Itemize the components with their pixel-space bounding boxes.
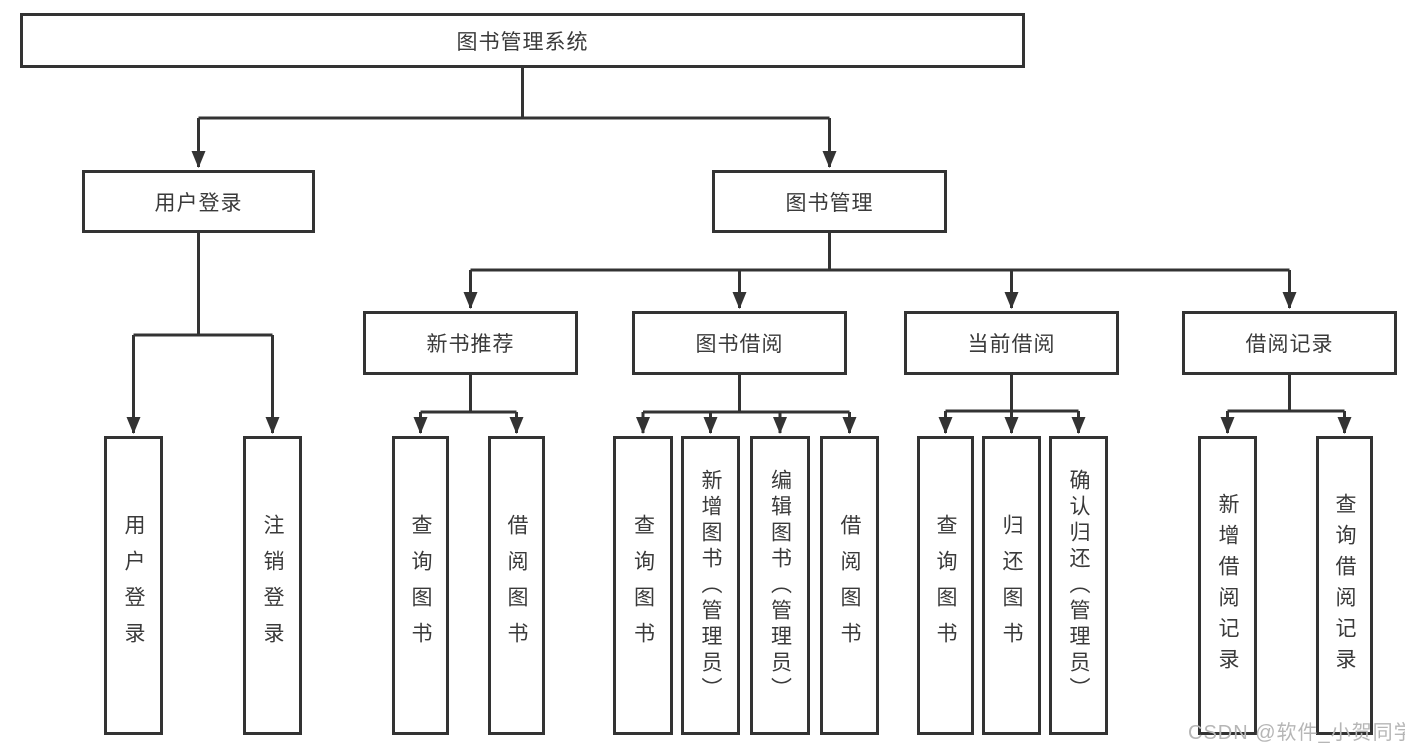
node-label: 图书管理 [785, 191, 874, 215]
leaf-return-books: 归还图书 [982, 436, 1041, 735]
node-label: 借阅图书 [505, 513, 528, 658]
leaf-edit-books-admin: 编辑图书（管理员） [750, 436, 810, 735]
node-library-management-system: 图书管理系统 [20, 13, 1025, 68]
node-new-book-recommend: 新书推荐 [363, 311, 578, 375]
node-label: 归还图书 [1000, 513, 1023, 658]
node-user-login: 用户登录 [82, 170, 315, 233]
leaf-logout-login: 注销登录 [243, 436, 302, 735]
node-current-borrowing: 当前借阅 [904, 311, 1119, 375]
node-label: 当前借阅 [967, 333, 1056, 356]
node-label: 图书借阅 [695, 333, 784, 356]
node-label: 借阅图书 [838, 513, 861, 658]
leaf-add-borrow-record: 新增借阅记录 [1198, 436, 1257, 735]
node-label: 查询图书 [934, 513, 957, 658]
node-label: 新书推荐 [426, 333, 515, 356]
leaf-query-borrow-record: 查询借阅记录 [1316, 436, 1373, 735]
node-label: 用户登录 [154, 191, 243, 215]
csdn-watermark: CSDN @软件_小贺同学 [1188, 722, 1405, 744]
leaf-user-login: 用户登录 [104, 436, 163, 735]
node-label: 用户登录 [122, 513, 145, 658]
node-label: 确认归还（管理员） [1067, 468, 1090, 703]
node-label: 查询图书 [409, 513, 432, 658]
leaf-confirm-return-admin: 确认归还（管理员） [1049, 436, 1108, 735]
node-borrowing-records: 借阅记录 [1182, 311, 1397, 375]
node-label: 图书管理系统 [456, 30, 589, 54]
leaf-add-books-admin: 新增图书（管理员） [681, 436, 740, 735]
node-label: 新增图书（管理员） [699, 468, 722, 703]
node-book-borrowing: 图书借阅 [632, 311, 847, 375]
node-book-management: 图书管理 [712, 170, 947, 233]
node-label: 查询图书 [631, 513, 655, 658]
leaf-query-books-borrowing: 查询图书 [613, 436, 673, 735]
leaf-borrow-books-recommend: 借阅图书 [488, 436, 545, 735]
node-label: 注销登录 [261, 513, 284, 658]
node-label: 借阅记录 [1245, 333, 1334, 356]
leaf-query-books-current: 查询图书 [917, 436, 974, 735]
node-label: 查询借阅记录 [1333, 492, 1356, 679]
node-label: 新增借阅记录 [1216, 492, 1239, 679]
leaf-borrow-books-borrowing: 借阅图书 [820, 436, 879, 735]
node-label: 编辑图书（管理员） [768, 468, 792, 703]
leaf-query-books-recommend: 查询图书 [392, 436, 449, 735]
